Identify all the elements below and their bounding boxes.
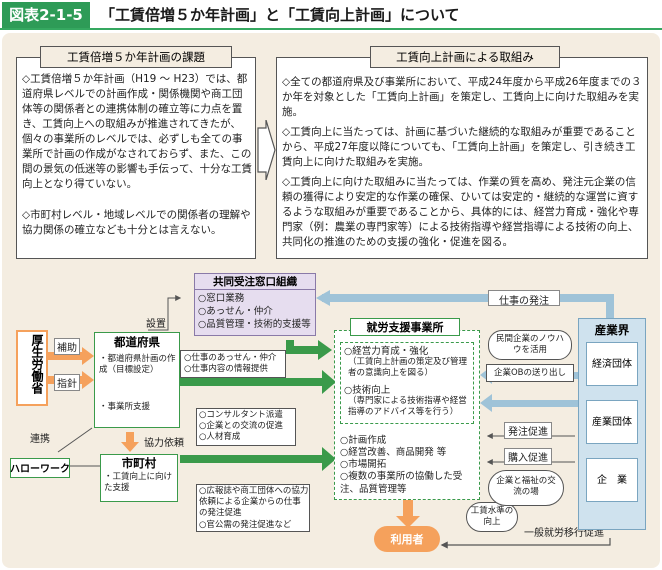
municipality-item1: ・工賃向上に向けた支援 [104, 472, 173, 493]
user-oval [374, 526, 440, 552]
office-a2: ○技術向上 [344, 385, 391, 396]
office-a1s: （工賃向上計画の策定及び管理者の意識向上を図る） [348, 357, 468, 378]
industry-econ: 経済団体 [586, 342, 638, 386]
knowhow-label: 民間企業のノウハウを活用 [495, 334, 564, 355]
muni-support-2: ○官公需の発注促進など [199, 520, 292, 530]
muni-support-1: ○広報誌や商工団体への協力依頼による企業からの仕事の発注促進 [199, 486, 309, 518]
label-order-promo: 発注促進 [504, 422, 552, 439]
label-guidance: 指針 [54, 374, 80, 391]
right-measure-title: 工賃向上計画による取組み [370, 46, 560, 68]
ob-pill [486, 364, 574, 382]
label-order: 仕事の発注 [499, 296, 549, 307]
figure-title: 「工賃倍増５か年計画」と「工賃向上計画」について [100, 6, 460, 24]
header-bar [0, 0, 662, 30]
right-measure-box [276, 57, 648, 259]
wage-up-label: 工賃水準の向上 [470, 506, 514, 527]
office-a1: ○経営力育成・強化 [344, 346, 429, 357]
office-b2: ○経営改善、商品開発 等 [340, 447, 447, 458]
pref-support2-box [196, 408, 296, 446]
label-coop-req: 協力依頼 [144, 438, 184, 449]
right-measure-p2: ◇工賃向上に当たっては、計画に基づいた継続的な取組みが重要であることから、平成2… [282, 126, 636, 168]
exchange-bubble [488, 470, 564, 506]
hello-work-box [10, 458, 70, 478]
hello-work-label: ハローワーク [10, 464, 70, 475]
right-measure-p1: ◇全ての都道府県及び事業所において、平成24年度から平成26年度までの３か年を対… [282, 76, 642, 118]
joint-order-box [194, 284, 316, 336]
label-coop: 連携 [30, 434, 50, 445]
prefecture-title: 都道府県 [114, 335, 160, 349]
left-issue-p2: ◇市町村レベル・地域レベルでの関係者の理解や協力関係の確立なども十分とは言えない… [22, 209, 251, 236]
ob-label: 企業OBの送り出し [493, 368, 567, 378]
label-subsidy: 補助 [54, 338, 80, 355]
office-b4: ○複数の事業所の協働した受注、品質管理等 [340, 471, 463, 495]
prefecture-item2: ・事業所支援 [99, 402, 151, 412]
label-setting: 設置 [146, 319, 166, 330]
wage-up-bubble [466, 502, 518, 532]
mhlw-label: 厚生労働省 [30, 334, 44, 394]
office-title: 就労支援事業所 [350, 318, 460, 336]
muni-support-box [196, 484, 310, 532]
mhlw-box [16, 330, 48, 406]
pref-support-box [180, 350, 286, 378]
left-issue-title: 工賃倍増５か年計画の課題 [40, 46, 232, 68]
figure-badge: 図表2-1-5 [2, 2, 90, 28]
joint-order-item2: ○あっせん・仲介 [198, 306, 273, 317]
pref-support-2: ○仕事内容の情報提供 [184, 364, 268, 374]
municipality-box [100, 454, 178, 502]
pref-support2-2: ○企業との交流の促進 [199, 421, 283, 431]
office-a2s: （専門家による技術指導や経営指導のアドバイス等を行う） [348, 396, 467, 417]
right-measure-p3: ◇工賃向上に向けた取組みに当たっては、作業の質を高め、発注元企業の信頼の獲得によ… [282, 176, 639, 248]
office-a-box [340, 342, 474, 424]
office-b3: ○市場開拓 [340, 459, 387, 470]
industry-ind: 産業団体 [586, 400, 638, 444]
pref-support2-3: ○人材育成 [199, 432, 241, 442]
prefecture-item1: ・都道府県計画の作成（目標設定） [99, 354, 176, 375]
knowhow-pill [488, 330, 572, 360]
office-b1: ○計画作成 [340, 435, 387, 446]
industry-company: 企 業 [586, 458, 638, 502]
pref-support2-1: ○コンサルタント派遣 [199, 410, 283, 420]
order-label-box [488, 290, 560, 306]
pref-support-1: ○仕事のあっせん・仲介 [184, 353, 277, 363]
left-issue-box [16, 57, 256, 259]
municipality-title: 市町村 [121, 456, 157, 470]
industry-title: 産業界 [594, 323, 630, 337]
joint-order-item1: ○窓口業務 [198, 293, 245, 304]
prefecture-box [94, 332, 180, 428]
joint-order-item3: ○品質管理・技術的支援等 [198, 319, 311, 330]
right-arrow-icon [257, 120, 276, 180]
user-label: 利用者 [390, 533, 424, 546]
left-issue-p1: ◇工賃倍増５か年計画（H19 ～ H23）では、都道府県レベルでの計画作成・関係… [22, 73, 252, 190]
label-purchase-promo: 購入促進 [504, 448, 552, 465]
joint-order-title: 共同受注窓口組織 [194, 273, 316, 290]
exchange-label: 企業と福祉の交流の場 [496, 476, 556, 497]
label-general: 一般就労移行促進 [524, 528, 604, 539]
